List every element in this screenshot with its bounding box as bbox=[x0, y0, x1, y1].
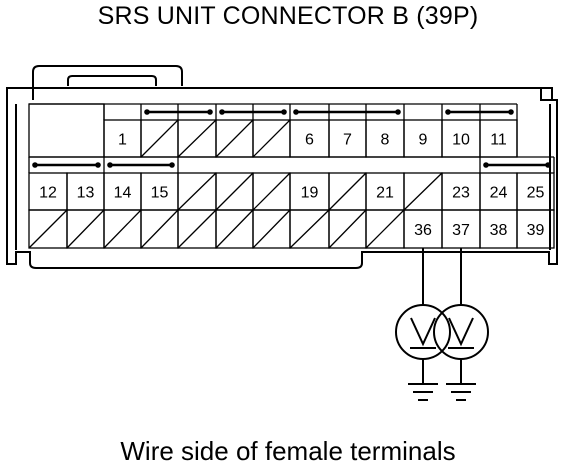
shorting-bar-row2-0-dot-right bbox=[95, 162, 101, 168]
crossed-row1-col5 bbox=[177, 119, 217, 158]
crossed-row2-col5 bbox=[177, 172, 217, 211]
shorting-bar-row1-2-dot-left bbox=[293, 109, 299, 115]
crossed-row1-col7 bbox=[252, 119, 291, 158]
housing-latch-top bbox=[32, 65, 183, 100]
crossed-row3-col4 bbox=[140, 209, 179, 249]
cell-row1-blank-area bbox=[28, 103, 105, 158]
terminal-label: 10 bbox=[452, 132, 470, 149]
shorting-bar-row2-2-dot-right bbox=[545, 162, 551, 168]
voltmeter-v-glyph bbox=[448, 317, 474, 347]
terminal-label: 38 bbox=[490, 222, 508, 239]
terminal-label: 39 bbox=[527, 222, 545, 239]
terminal-labels: 1 6 7 8 9 10 11 12 13 14 15 19 21 23 24 25 36 37 38 39 bbox=[39, 132, 544, 240]
shorting-bar-row2-2-dot-left bbox=[483, 162, 489, 168]
terminal-label: 15 bbox=[151, 185, 169, 202]
terminal-label: 21 bbox=[376, 185, 394, 202]
terminal-label: 11 bbox=[490, 132, 507, 149]
voltmeter-group bbox=[395, 248, 489, 401]
crossed-row2-col11 bbox=[403, 172, 443, 211]
cell-row3-col14 bbox=[516, 209, 555, 249]
shorting-bar-row1-1-dot-left bbox=[219, 109, 225, 115]
shorting-bar-row2-0-dot-left bbox=[32, 162, 38, 168]
crossed-row3-col2 bbox=[66, 209, 105, 249]
shorting-bar-row2-1-dot-left bbox=[107, 162, 113, 168]
shorting-bar-row1-1-dot-right bbox=[281, 109, 287, 115]
shorting-bar-row1-3-dot-left bbox=[445, 109, 451, 115]
terminal-label: 25 bbox=[527, 185, 545, 202]
crossed-row3-col6 bbox=[215, 209, 254, 249]
terminal-label: 6 bbox=[305, 132, 314, 149]
shorting-bar-row1-2-dot-right bbox=[395, 109, 401, 115]
crossed-row3-col3 bbox=[103, 209, 142, 249]
voltmeter-0 bbox=[395, 248, 451, 401]
diagram-title: SRS UNIT CONNECTOR B (39P) bbox=[97, 2, 479, 30]
terminal-label: 9 bbox=[419, 132, 428, 149]
terminal-label: 1 bbox=[118, 132, 127, 149]
terminal-label: 8 bbox=[381, 132, 390, 149]
crossed-row2-col7 bbox=[252, 172, 291, 211]
voltmeter-1 bbox=[433, 248, 489, 401]
shorting-bar-row1-0-dot-left bbox=[144, 109, 150, 115]
crossed-row3-col7 bbox=[252, 209, 291, 249]
housing-outer bbox=[6, 87, 558, 269]
terminal-label: 12 bbox=[39, 185, 57, 202]
terminal-label: 36 bbox=[414, 222, 432, 239]
housing-latch-inner bbox=[67, 75, 157, 86]
crossed-row3-col10 bbox=[365, 209, 405, 249]
crossed-row3-col9 bbox=[328, 209, 367, 249]
terminal-label: 37 bbox=[452, 222, 470, 239]
terminal-label: 24 bbox=[490, 185, 508, 202]
terminal-label: 23 bbox=[452, 185, 470, 202]
housing-corner-notch bbox=[540, 88, 552, 101]
voltmeter-symbol bbox=[433, 304, 489, 360]
connector-housing bbox=[6, 65, 558, 269]
terminal-label: 13 bbox=[77, 185, 95, 202]
shorting-bar-row1-3-dot-right bbox=[508, 109, 514, 115]
shorting-bar-row1-0-dot-right bbox=[207, 109, 213, 115]
crossed-row1-col6 bbox=[215, 119, 254, 158]
terminal-label: 19 bbox=[301, 185, 319, 202]
crossed-row3-col1 bbox=[28, 209, 68, 249]
crossed-row1-col4 bbox=[140, 119, 179, 158]
crossed-row3-col5 bbox=[177, 209, 217, 249]
shorting-bar-row2-1-dot-right bbox=[169, 162, 175, 168]
terminal-grid bbox=[28, 103, 555, 249]
shorting-bars bbox=[32, 109, 551, 168]
terminal-label: 7 bbox=[343, 132, 352, 149]
terminal-label: 14 bbox=[114, 185, 132, 202]
crossed-row2-col9 bbox=[328, 172, 367, 211]
crossed-row3-col8 bbox=[289, 209, 330, 249]
voltmeter-v-glyph bbox=[410, 317, 436, 347]
crossed-row2-col6 bbox=[215, 172, 254, 211]
diagram-caption: Wire side of female terminals bbox=[120, 436, 456, 466]
